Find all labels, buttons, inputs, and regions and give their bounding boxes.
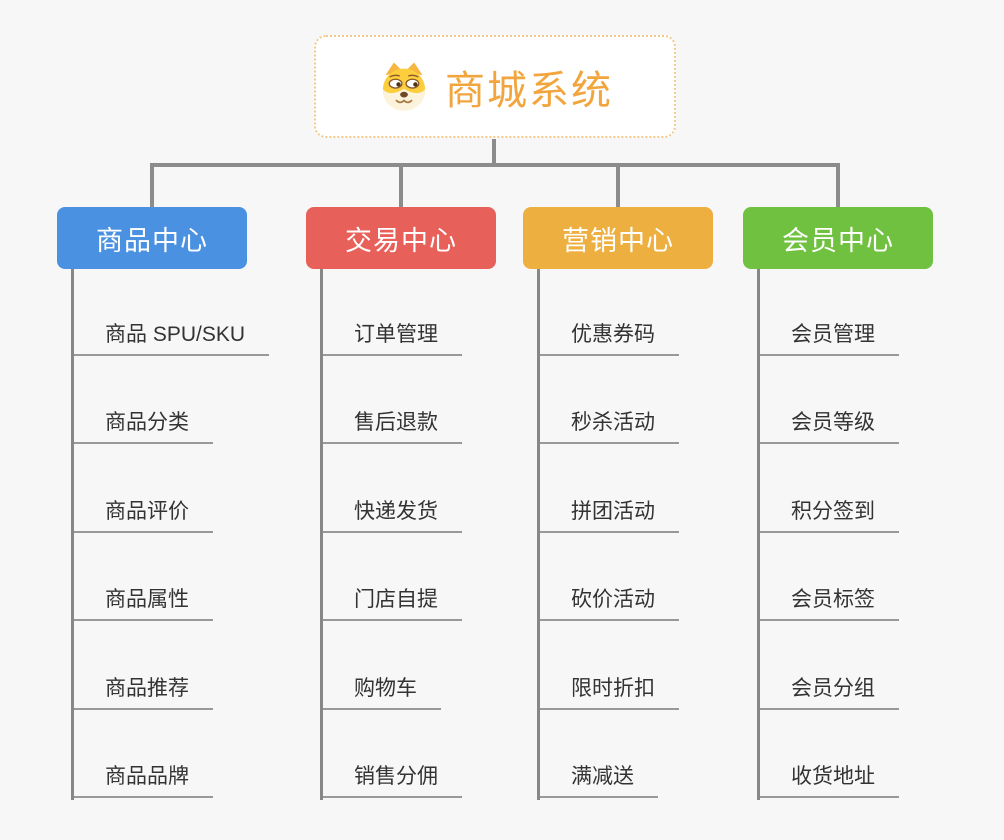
leaf-label: 积分签到 bbox=[757, 495, 899, 533]
leaf-item[interactable]: 商品 SPU/SKU bbox=[71, 269, 307, 356]
leaf-label: 商品 SPU/SKU bbox=[71, 318, 270, 356]
dog-face-icon bbox=[382, 62, 426, 111]
leaf-item[interactable]: 商品属性 bbox=[71, 533, 307, 622]
connector-drop bbox=[616, 163, 620, 209]
leaf-label: 订单管理 bbox=[320, 318, 462, 356]
branch-label: 商品中心 bbox=[96, 225, 208, 256]
root-node[interactable]: 商城系统 bbox=[314, 35, 676, 138]
leaf-label: 收货地址 bbox=[757, 760, 899, 798]
leaf-item[interactable]: 会员分组 bbox=[757, 621, 993, 710]
branch-2: 交易中心 订单管理售后退款快递发货门店自提购物车销售分佣 bbox=[306, 207, 556, 800]
leaf-label: 拼团活动 bbox=[537, 495, 679, 533]
branch-4: 会员中心 会员管理会员等级积分签到会员标签会员分组收货地址 bbox=[743, 207, 993, 800]
branch-node-3[interactable]: 营销中心 bbox=[523, 207, 713, 269]
leaf-list: 会员管理会员等级积分签到会员标签会员分组收货地址 bbox=[757, 269, 993, 798]
leaf-item[interactable]: 售后退款 bbox=[320, 356, 556, 445]
leaf-label: 商品推荐 bbox=[71, 672, 213, 710]
leaf-label: 商品品牌 bbox=[71, 760, 213, 798]
leaf-item[interactable]: 商品评价 bbox=[71, 444, 307, 533]
leaf-item[interactable]: 商品品牌 bbox=[71, 710, 307, 798]
leaf-label: 砍价活动 bbox=[537, 583, 679, 622]
leaf-label: 门店自提 bbox=[320, 583, 462, 622]
leaf-list: 订单管理售后退款快递发货门店自提购物车销售分佣 bbox=[320, 269, 556, 798]
leaf-item[interactable]: 快递发货 bbox=[320, 444, 556, 533]
leaf-label: 优惠券码 bbox=[537, 318, 679, 356]
leaf-label: 会员管理 bbox=[757, 318, 899, 356]
connector-drop bbox=[836, 163, 840, 209]
leaf-label: 快递发货 bbox=[320, 495, 462, 533]
branch-label: 会员中心 bbox=[782, 225, 894, 256]
leaf-item[interactable]: 优惠券码 bbox=[537, 269, 773, 356]
leaf-item[interactable]: 会员标签 bbox=[757, 533, 993, 622]
leaf-item[interactable]: 会员管理 bbox=[757, 269, 993, 356]
leaf-label: 商品评价 bbox=[71, 495, 213, 533]
leaf-label: 满减送 bbox=[537, 760, 658, 798]
leaf-item[interactable]: 砍价活动 bbox=[537, 533, 773, 622]
leaf-label: 购物车 bbox=[320, 672, 441, 710]
branch-label: 交易中心 bbox=[345, 225, 457, 256]
leaf-label: 限时折扣 bbox=[537, 672, 679, 710]
branch-node-1[interactable]: 商品中心 bbox=[57, 207, 247, 269]
leaf-list: 优惠券码秒杀活动拼团活动砍价活动限时折扣满减送 bbox=[537, 269, 773, 798]
branch-1: 商品中心 商品 SPU/SKU 商品分类商品评价商品属性商品推荐商品品牌 bbox=[57, 207, 307, 800]
connector-branch-trunk bbox=[319, 269, 323, 800]
leaf-label: 商品属性 bbox=[71, 583, 213, 622]
leaf-label: 商品分类 bbox=[71, 406, 213, 445]
leaf-list: 商品 SPU/SKU 商品分类商品评价商品属性商品推荐商品品牌 bbox=[71, 269, 307, 798]
leaf-item[interactable]: 会员等级 bbox=[757, 356, 993, 445]
leaf-label: 销售分佣 bbox=[320, 760, 462, 798]
leaf-item[interactable]: 收货地址 bbox=[757, 710, 993, 798]
leaf-label: 会员分组 bbox=[757, 672, 899, 710]
leaf-label: 售后退款 bbox=[320, 406, 462, 445]
leaf-item[interactable]: 商品推荐 bbox=[71, 621, 307, 710]
connector-horizontal bbox=[150, 163, 840, 167]
branch-3: 营销中心 优惠券码秒杀活动拼团活动砍价活动限时折扣满减送 bbox=[523, 207, 773, 800]
leaf-label: 秒杀活动 bbox=[537, 406, 679, 445]
branch-label: 营销中心 bbox=[562, 225, 674, 256]
leaf-item[interactable]: 销售分佣 bbox=[320, 710, 556, 798]
connector-branch-trunk bbox=[536, 269, 540, 800]
branch-node-2[interactable]: 交易中心 bbox=[306, 207, 496, 269]
leaf-item[interactable]: 限时折扣 bbox=[537, 621, 773, 710]
leaf-item[interactable]: 拼团活动 bbox=[537, 444, 773, 533]
connector-root-stub bbox=[492, 139, 496, 165]
leaf-item[interactable]: 购物车 bbox=[320, 621, 556, 710]
leaf-item[interactable]: 满减送 bbox=[537, 710, 773, 798]
leaf-label: 会员等级 bbox=[757, 406, 899, 445]
connector-branch-trunk bbox=[756, 269, 760, 800]
leaf-item[interactable]: 商品分类 bbox=[71, 356, 307, 445]
connector-branch-trunk bbox=[70, 269, 74, 800]
leaf-item[interactable]: 订单管理 bbox=[320, 269, 556, 356]
leaf-label: 会员标签 bbox=[757, 583, 899, 622]
leaf-item[interactable]: 秒杀活动 bbox=[537, 356, 773, 445]
branch-node-4[interactable]: 会员中心 bbox=[743, 207, 933, 269]
connector-drop bbox=[150, 163, 154, 209]
leaf-item[interactable]: 积分签到 bbox=[757, 444, 993, 533]
leaf-item[interactable]: 门店自提 bbox=[320, 533, 556, 622]
root-title: 商城系统 bbox=[445, 68, 613, 113]
connector-drop bbox=[399, 163, 403, 209]
